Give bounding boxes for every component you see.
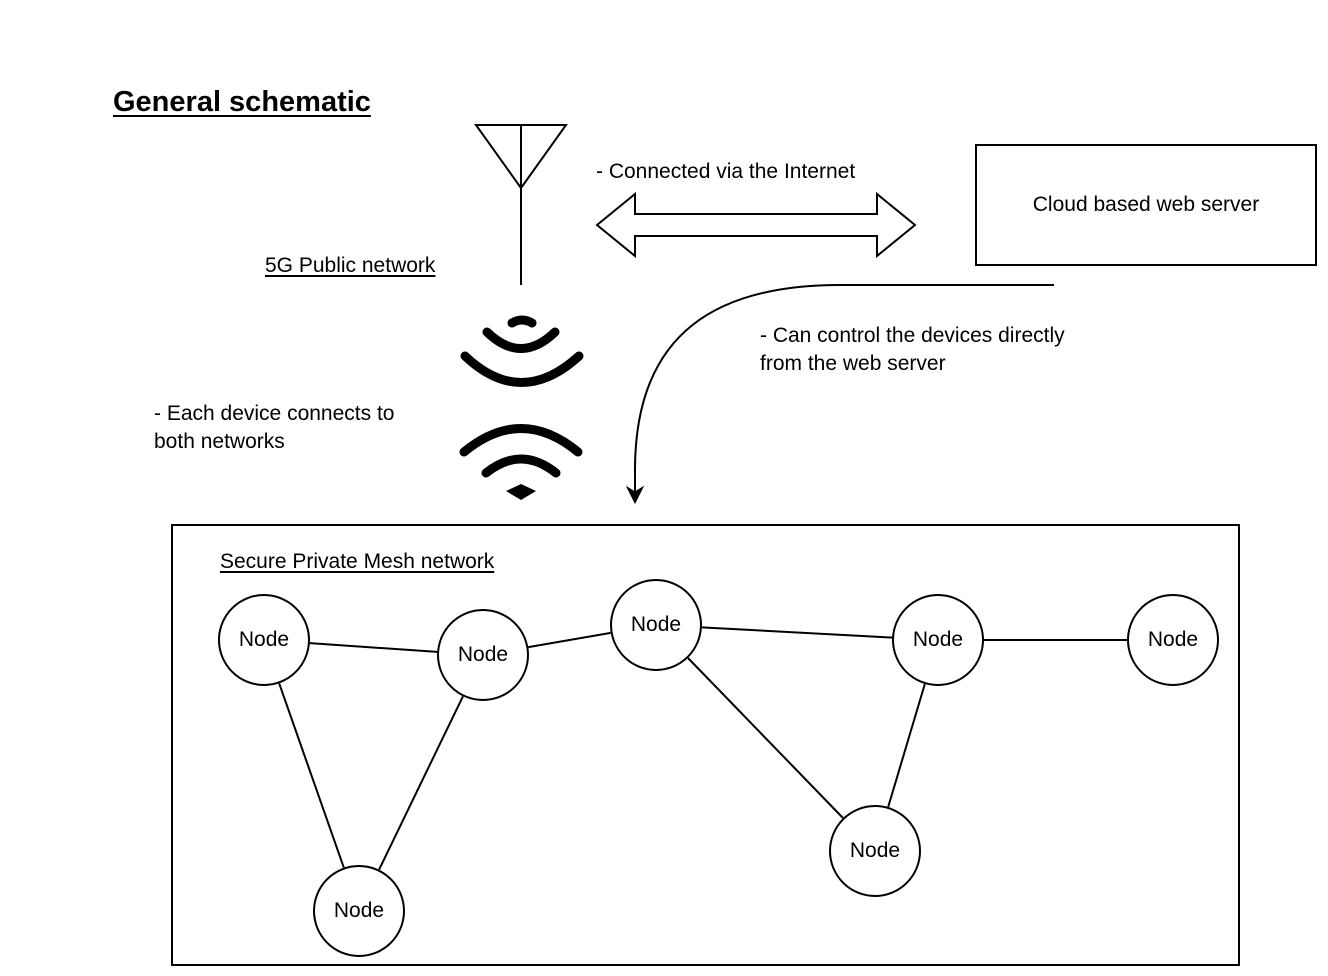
mesh-link <box>687 657 844 819</box>
wifi-icon <box>459 424 583 500</box>
internet-connection-note: - Connected via the Internet <box>596 160 856 183</box>
mesh-link <box>309 642 438 653</box>
cloud-server-box: Cloud based web server <box>975 144 1317 266</box>
mesh-node: Node <box>218 594 310 686</box>
control-note: - Can control the devices directly from … <box>760 322 1065 378</box>
mesh-link <box>701 626 893 639</box>
device-note: - Each device connects to both networks <box>154 400 394 456</box>
mesh-link <box>887 683 926 808</box>
mesh-node: Node <box>892 594 984 686</box>
mesh-node: Node <box>313 865 405 957</box>
curved-arrow-icon <box>625 284 1054 505</box>
mesh-node: Node <box>1127 594 1219 686</box>
mesh-link <box>278 683 345 868</box>
signal-waves-icon <box>460 315 584 387</box>
mesh-node: Node <box>829 805 921 897</box>
mesh-node: Node <box>610 579 702 671</box>
device-note-line-2: both networks <box>154 430 285 453</box>
control-note-line-2: from the web server <box>760 352 946 375</box>
mesh-link <box>528 631 611 649</box>
device-note-line-1: - Each device connects to <box>154 402 395 425</box>
mesh-network-label: Secure Private Mesh network <box>220 550 495 573</box>
mesh-link <box>378 695 464 871</box>
antenna-icon <box>474 124 568 285</box>
cloud-server-label: Cloud based web server <box>1032 193 1260 216</box>
public-network-label: 5G Public network <box>265 254 436 277</box>
control-note-line-1: - Can control the devices directly <box>760 324 1065 347</box>
double-arrow-icon <box>595 191 917 259</box>
mesh-node: Node <box>437 609 529 701</box>
mesh-network-box <box>171 524 1240 966</box>
mesh-links <box>278 626 1127 871</box>
page-title: General schematic <box>113 86 371 118</box>
